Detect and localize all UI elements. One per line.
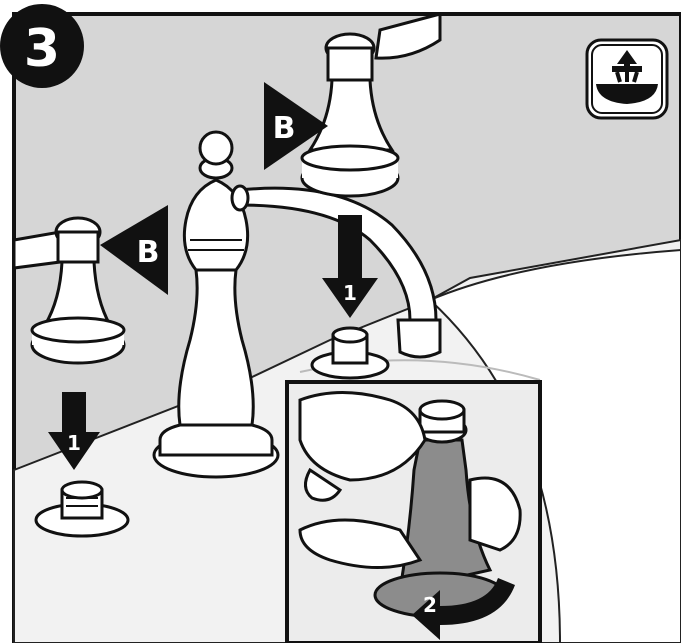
- callout-b-left-label: B: [137, 235, 160, 270]
- callout-b-right-label: B: [273, 111, 296, 146]
- step-number-badge: 3: [0, 4, 84, 88]
- sink-basin-icon: [587, 40, 667, 118]
- step-2-label: 2: [423, 593, 437, 617]
- step-1-label-left: 1: [67, 431, 81, 455]
- step-1-label-center: 1: [343, 281, 357, 305]
- step-number: 3: [24, 19, 60, 79]
- inset-detail: 2: [287, 382, 540, 643]
